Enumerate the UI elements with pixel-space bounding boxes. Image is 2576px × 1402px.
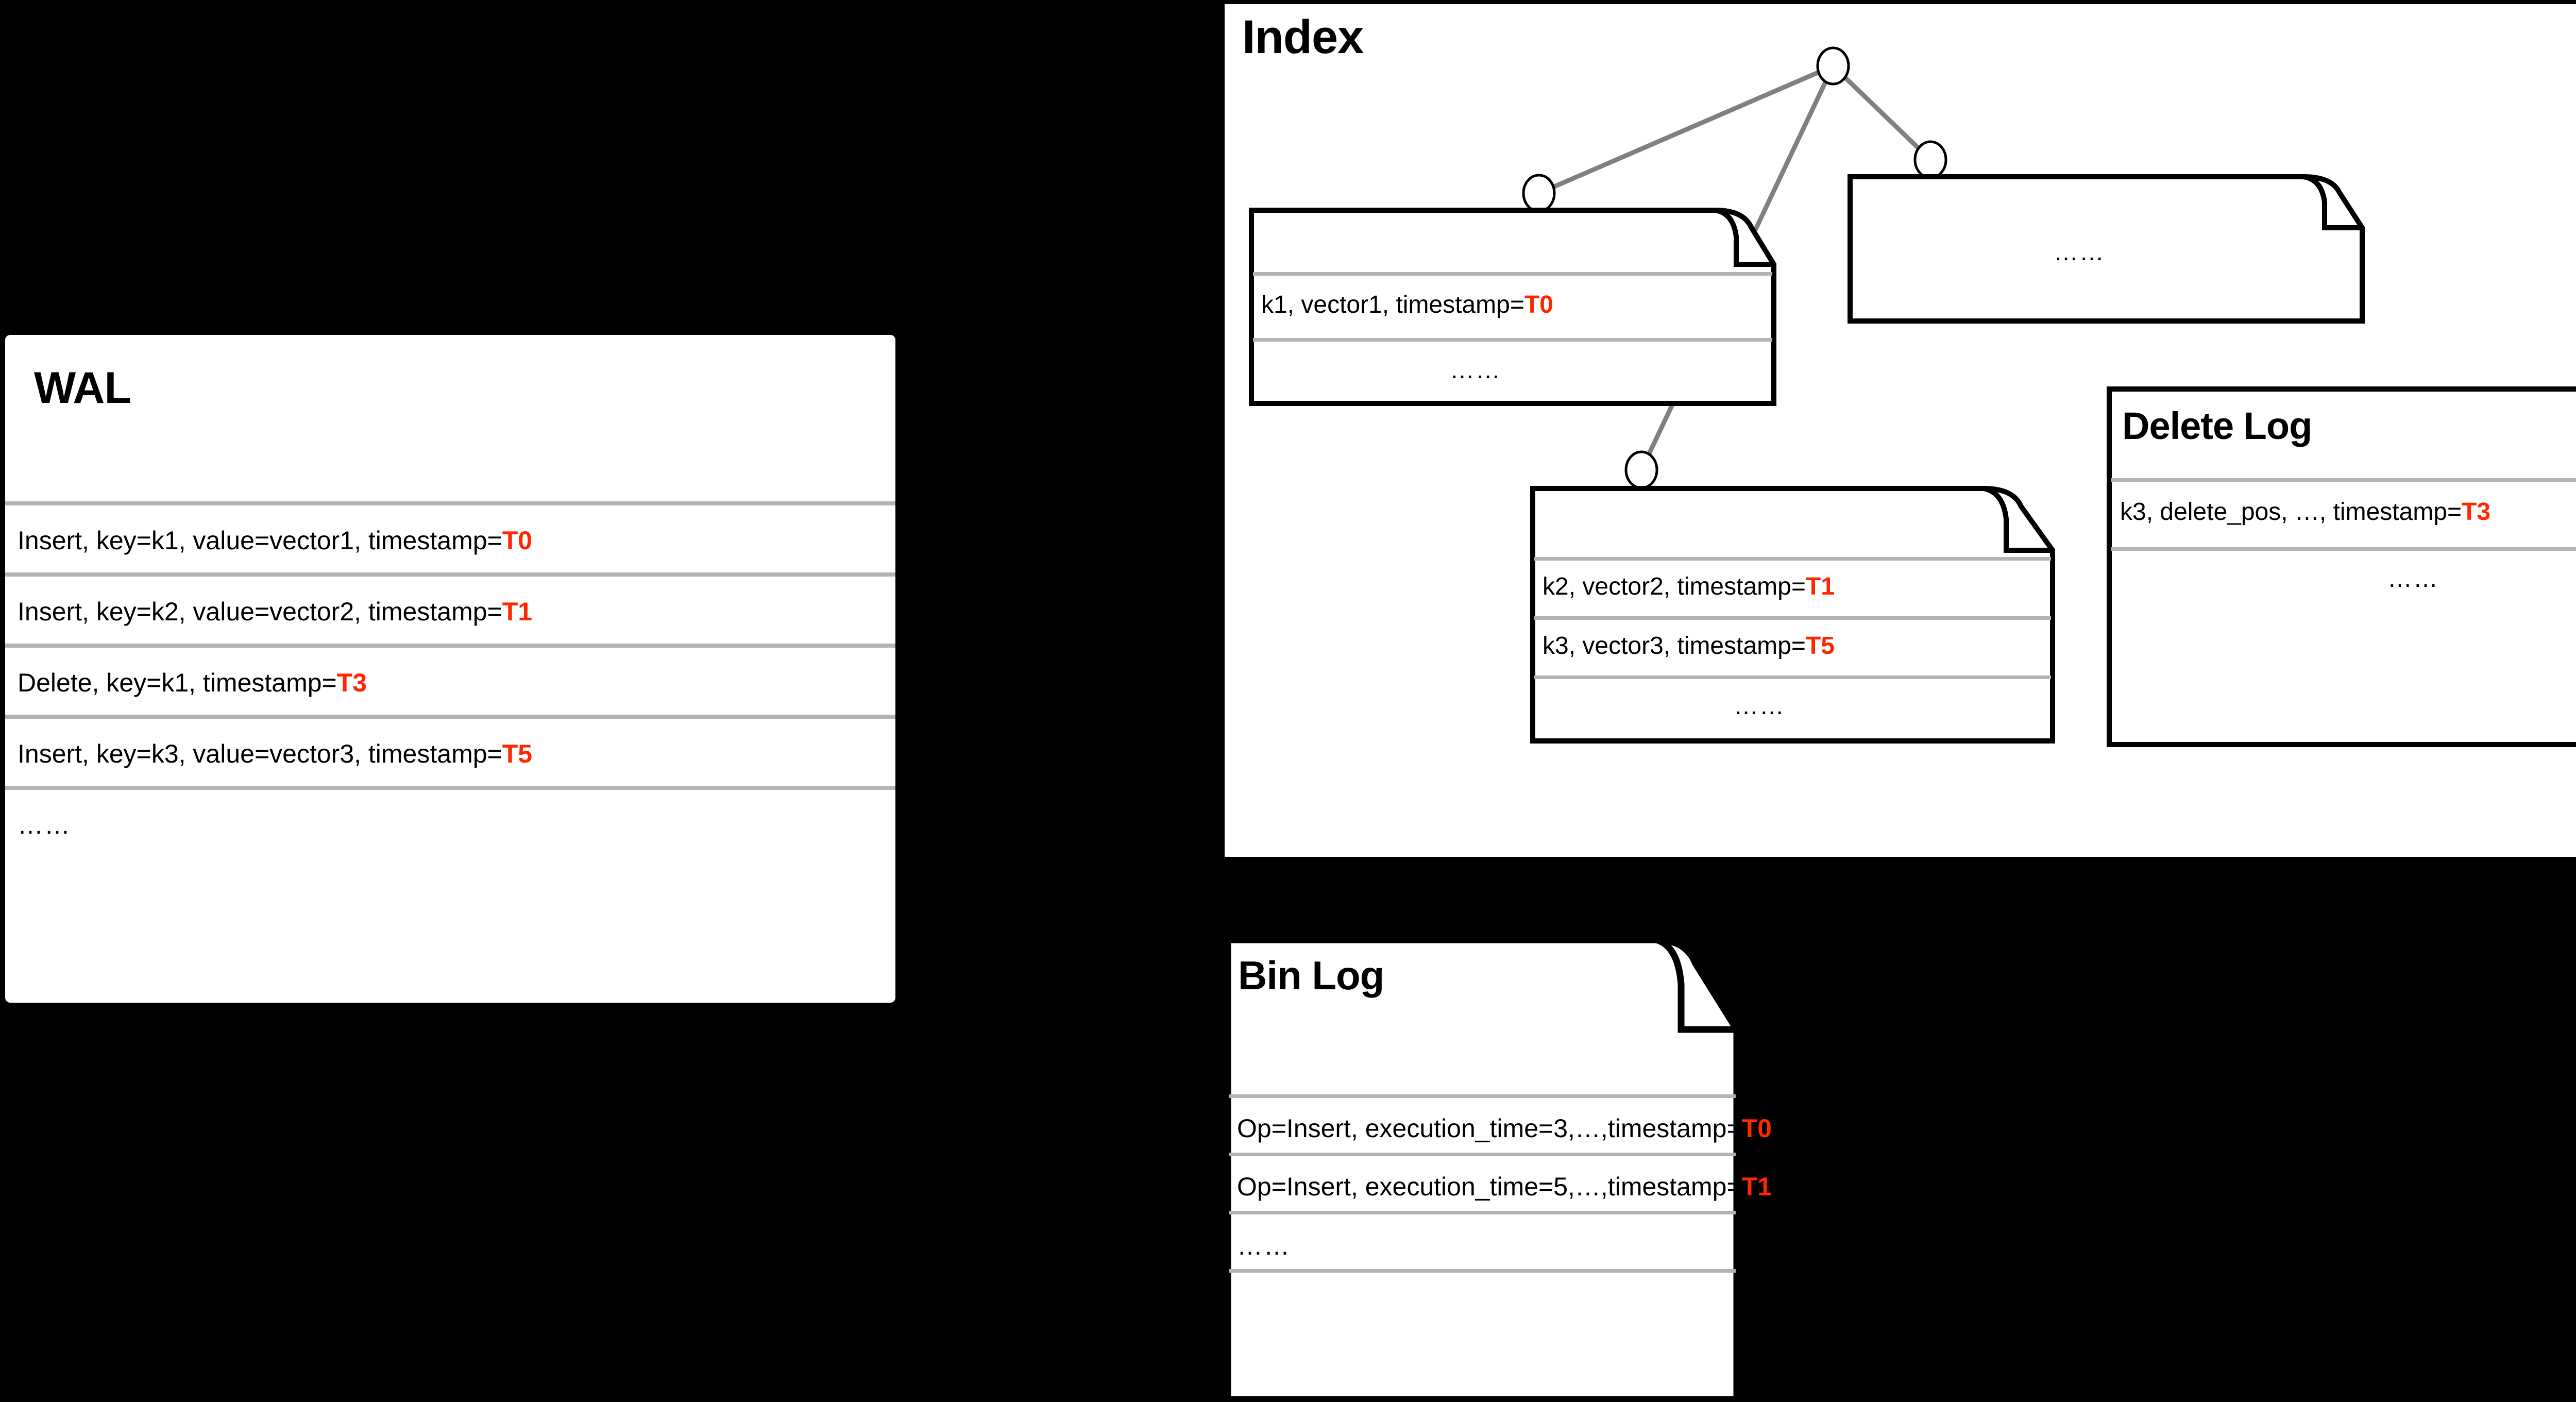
segment-row-text: …… xyxy=(1450,357,1501,384)
row-separator xyxy=(1534,616,2051,620)
row-separator xyxy=(1534,557,2051,561)
wal-row-text: Insert, key=k2, value=vector2, timestamp… xyxy=(18,597,502,626)
wal-separator xyxy=(5,501,895,505)
wal-row-timestamp: T3 xyxy=(336,668,367,697)
segment-row-timestamp: T1 xyxy=(1805,573,1835,600)
wal-separator xyxy=(5,715,895,719)
segment-row-timestamp: T0 xyxy=(1524,291,1553,318)
delete-log-row-text: k3, delete_pos, …, timestamp= xyxy=(2120,498,2462,526)
wal-row-timestamp: T1 xyxy=(502,597,533,626)
wal-row-text: …… xyxy=(18,810,71,839)
segment-row: k1, vector1, timestamp=T0 xyxy=(1261,293,1553,317)
wal-separator xyxy=(5,644,895,648)
segment-row-text: k1, vector1, timestamp= xyxy=(1261,291,1524,318)
bin-log-row-text: …… xyxy=(1237,1231,1291,1260)
row-separator xyxy=(2111,547,2576,551)
document-outline-icon xyxy=(1224,936,1740,1402)
bin-log-row-text: Op=Insert, execution_time=3,…,timestamp= xyxy=(1237,1114,1742,1143)
wal-row: Insert, key=k3, value=vector3, timestamp… xyxy=(18,741,532,767)
index-panel: Index xyxy=(1225,4,2576,857)
index-title: Index xyxy=(1242,11,1364,63)
segment-row-text: k3, vector3, timestamp= xyxy=(1543,632,1806,660)
delete-log-row-timestamp: T3 xyxy=(2462,498,2491,526)
row-separator xyxy=(2111,478,2576,482)
wal-row: Delete, key=k1, timestamp=T3 xyxy=(18,670,367,696)
segment-row: k3, vector3, timestamp=T5 xyxy=(1543,634,1835,658)
segment-row-timestamp: T5 xyxy=(1805,632,1835,660)
delete-log-row: k3, delete_pos, …, timestamp=T3 xyxy=(2120,500,2490,525)
row-separator xyxy=(1229,1153,1736,1156)
row-separator xyxy=(1229,1094,1736,1098)
document-outline-icon xyxy=(1249,208,1776,406)
wal-row: Insert, key=k1, value=vector1, timestamp… xyxy=(18,528,532,553)
tree-node-root[interactable] xyxy=(1816,46,1850,86)
wal-row-text: Delete, key=k1, timestamp= xyxy=(18,668,337,697)
wal-card: WAL Insert, key=k1, value=vector1, times… xyxy=(5,335,895,1003)
tree-edge xyxy=(1831,64,1933,162)
bin-log-row-ellipsis: …… xyxy=(1237,1233,1291,1259)
tree-node-right[interactable] xyxy=(1913,140,1947,179)
wal-row-text: Insert, key=k3, value=vector3, timestamp… xyxy=(18,739,502,768)
wal-row: Insert, key=k2, value=vector2, timestamp… xyxy=(18,599,532,624)
segment-ellipsis-document: …… xyxy=(1848,174,2365,324)
row-separator xyxy=(1534,675,2051,679)
row-separator xyxy=(1229,1269,1736,1273)
segment-row-text: …… xyxy=(2054,239,2105,266)
delete-log-row-ellipsis: …… xyxy=(2387,567,2439,592)
bin-log-document: Bin Log Op=Insert, execution_time=3,…,ti… xyxy=(1224,936,1772,1402)
segment-row-ellipsis: …… xyxy=(1450,358,1501,383)
wal-row-text: Insert, key=k1, value=vector1, timestamp… xyxy=(18,526,502,555)
wal-row-ellipsis: …… xyxy=(18,812,71,838)
segment-k2-k3-document: k2, vector2, timestamp=T1 k3, vector3, t… xyxy=(1530,486,2055,744)
row-separator xyxy=(1253,338,1772,342)
tree-nodes xyxy=(1522,46,1947,489)
delete-log-document: Delete Log k3, delete_pos, …, timestamp=… xyxy=(2107,386,2576,747)
segment-row-ellipsis: …… xyxy=(2054,240,2105,265)
bin-log-row-timestamp: T1 xyxy=(1741,1172,1772,1201)
wal-separator xyxy=(5,572,895,577)
bin-log-row: Op=Insert, execution_time=5,…,timestamp=… xyxy=(1237,1174,1772,1200)
row-separator xyxy=(1229,1211,1736,1214)
segment-row-text: k2, vector2, timestamp= xyxy=(1543,573,1806,600)
delete-log-row-text: …… xyxy=(2387,565,2439,593)
delete-log-title: Delete Log xyxy=(2122,404,2312,447)
segment-row: k2, vector2, timestamp=T1 xyxy=(1543,575,1835,599)
bin-log-row-timestamp: T0 xyxy=(1741,1114,1772,1143)
document-outline-icon xyxy=(1848,174,2365,324)
tree-edge xyxy=(1538,63,1834,196)
segment-row-ellipsis: …… xyxy=(1734,694,1785,719)
segment-row-text: …… xyxy=(1734,692,1785,720)
document-outline-icon xyxy=(2107,386,2576,747)
wal-title: WAL xyxy=(34,363,131,413)
tree-node-left[interactable] xyxy=(1522,174,1556,213)
row-separator xyxy=(1253,272,1772,276)
wal-separator xyxy=(5,786,895,790)
tree-node-middle[interactable] xyxy=(1624,450,1658,489)
wal-row-timestamp: T0 xyxy=(502,526,533,555)
bin-log-row-text: Op=Insert, execution_time=5,…,timestamp= xyxy=(1237,1172,1742,1201)
bin-log-title: Bin Log xyxy=(1238,953,1384,998)
bin-log-row: Op=Insert, execution_time=3,…,timestamp=… xyxy=(1237,1116,1772,1141)
segment-k1-document: k1, vector1, timestamp=T0 …… xyxy=(1249,208,1776,406)
wal-row-timestamp: T5 xyxy=(502,739,533,768)
